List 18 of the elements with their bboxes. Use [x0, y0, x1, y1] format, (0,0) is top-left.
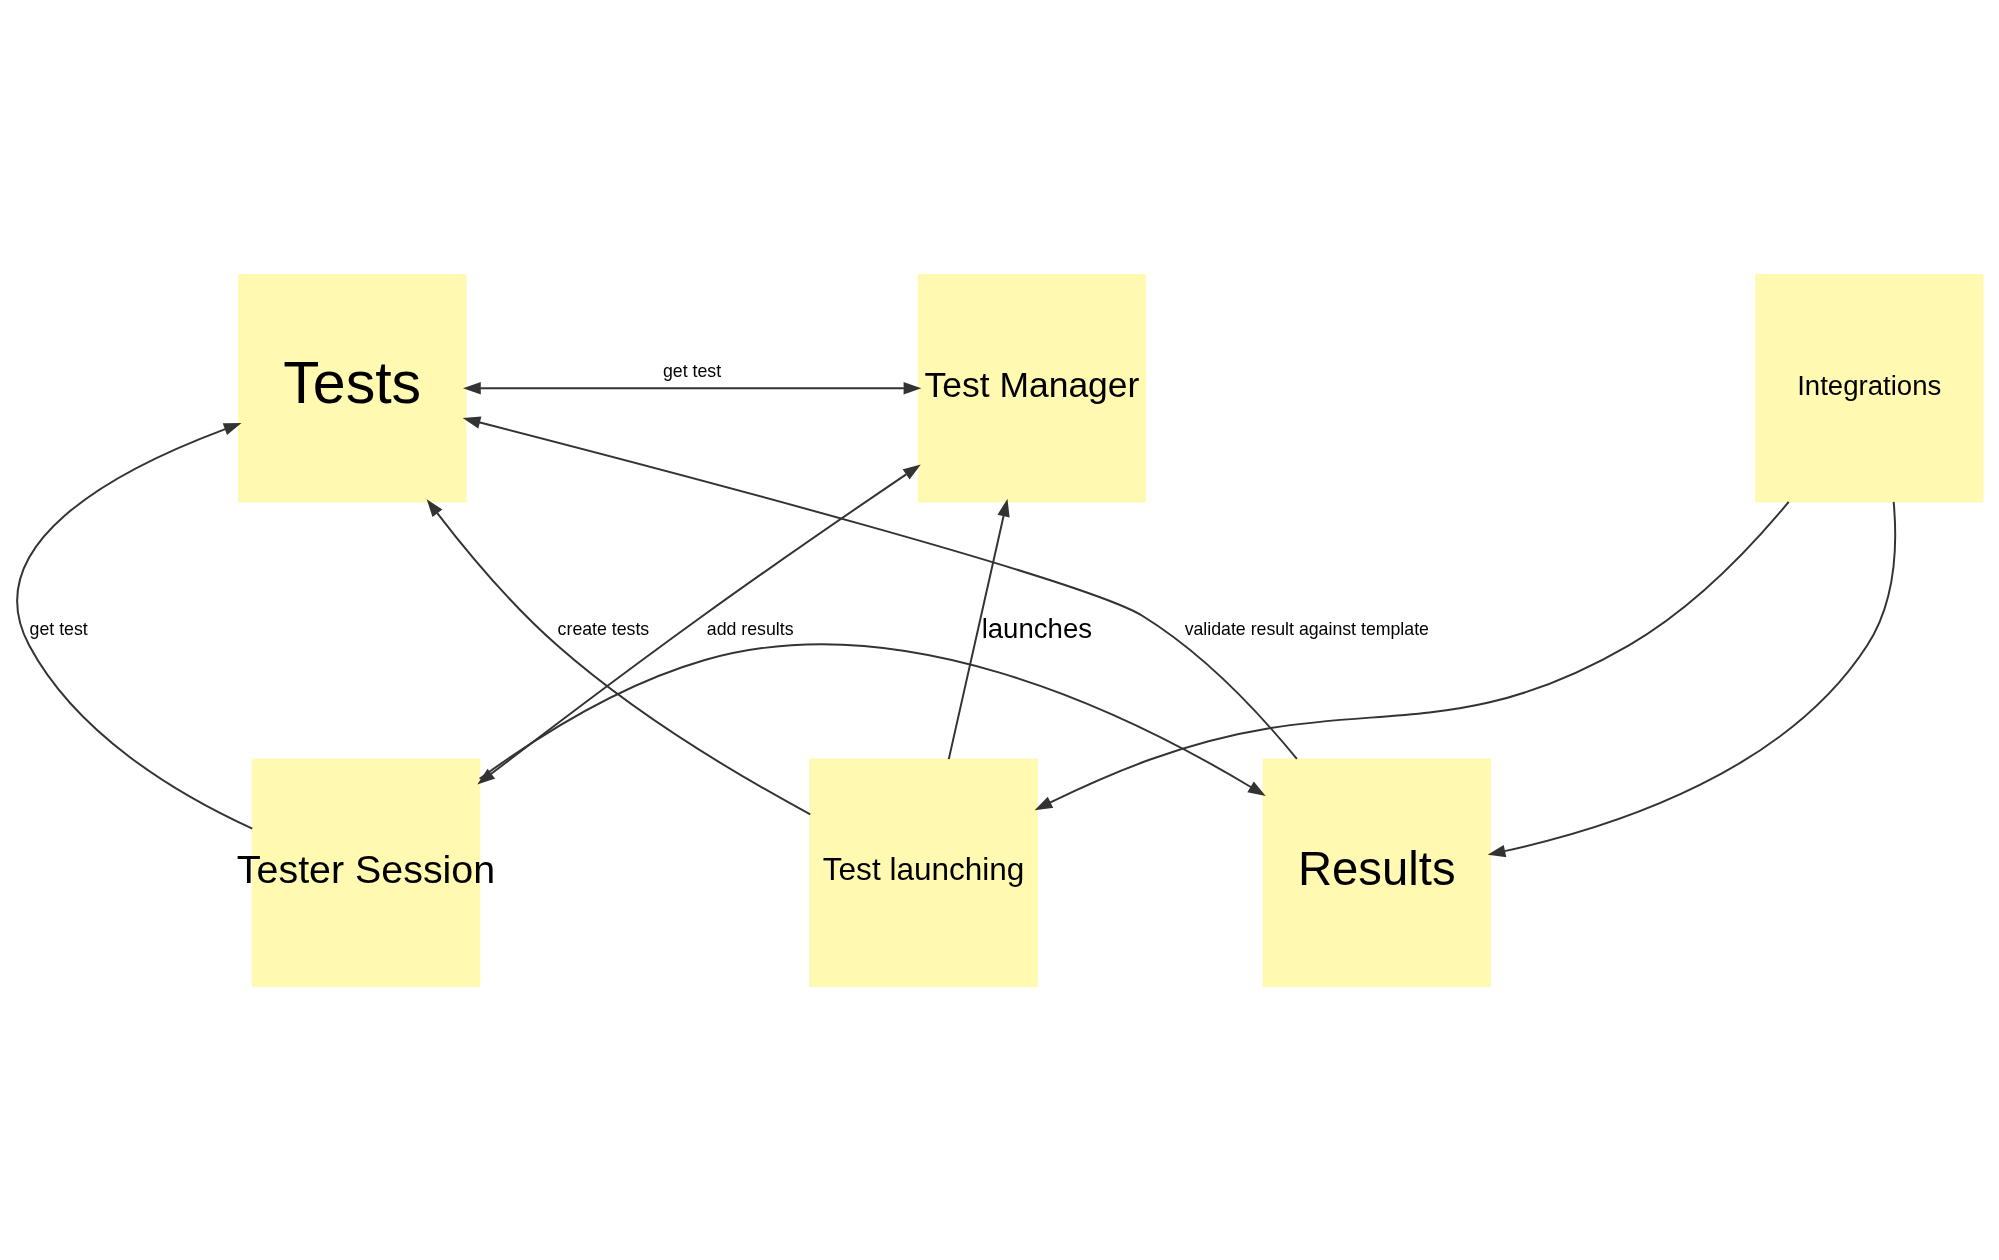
node-box: Tests — [237, 273, 467, 502]
arrow — [947, 498, 1010, 760]
arrow — [463, 381, 922, 394]
node-box: Integrations — [1755, 273, 1984, 502]
arrow — [16, 422, 254, 830]
arrow — [462, 416, 1298, 760]
edge-label: get test — [29, 618, 88, 639]
arrow — [426, 498, 812, 815]
edge-label: launches — [981, 612, 1093, 644]
edge-label: validate result against template — [1184, 618, 1429, 639]
arrow — [1034, 500, 1790, 810]
node-box: Test launching — [809, 758, 1038, 987]
edge-label: create tests — [557, 618, 650, 639]
edge-label: get test — [663, 360, 722, 381]
node-box: Results — [1262, 758, 1491, 987]
node-box: Test Manager — [917, 273, 1147, 502]
arrow — [1487, 500, 1897, 857]
edge-label: add results — [706, 618, 794, 639]
